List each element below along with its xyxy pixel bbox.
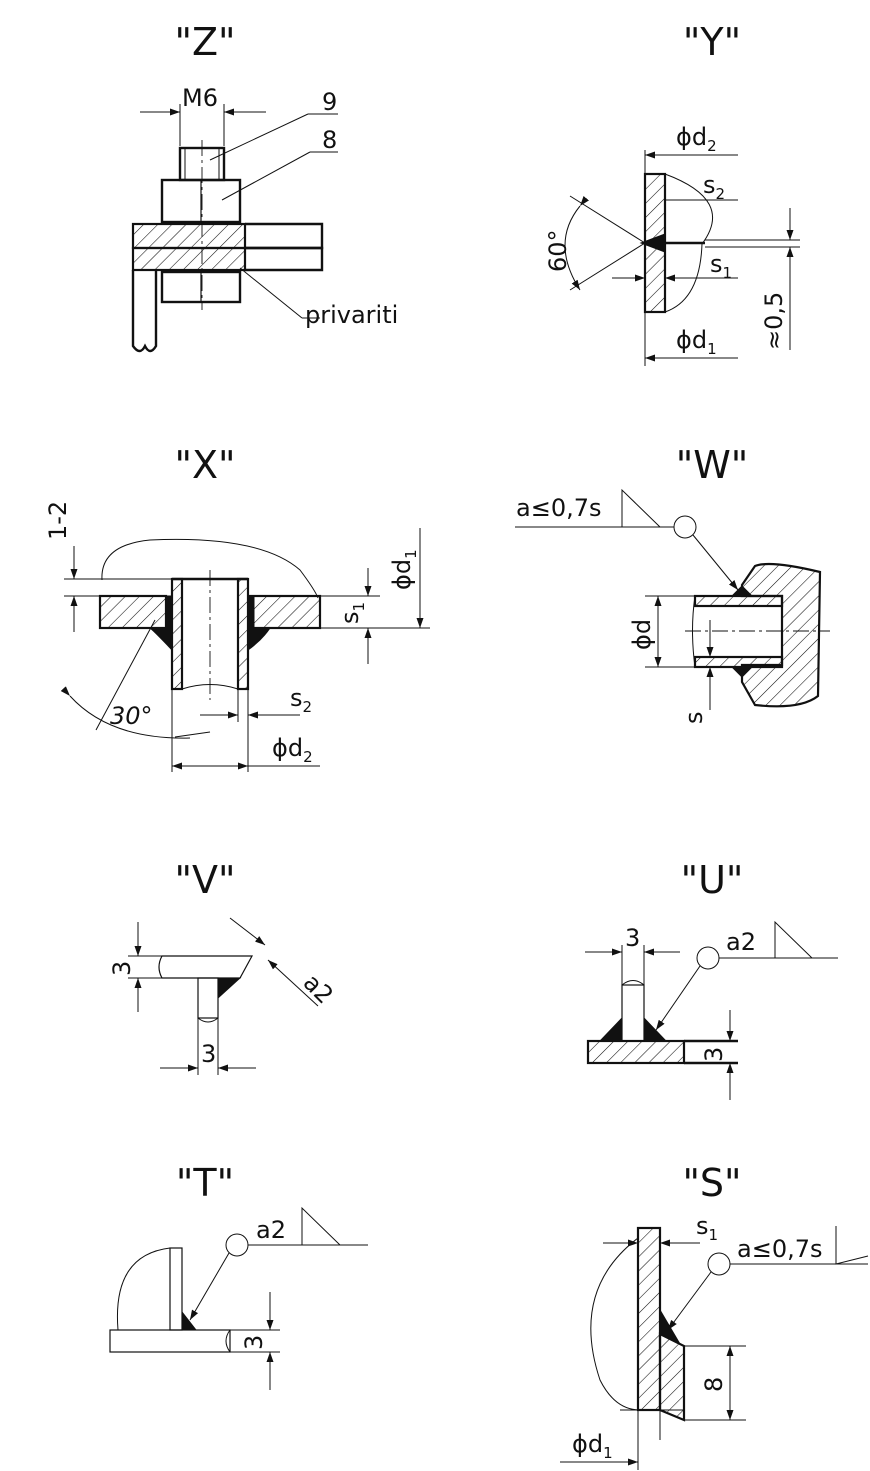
detail-u-title: "U" (681, 858, 744, 902)
w-tube-bottom (693, 655, 784, 669)
u-weld-size: a2 (726, 928, 756, 956)
svg-text:s2: s2 (290, 684, 312, 716)
svg-text:s1: s1 (696, 1212, 718, 1244)
svg-text:ϕd1: ϕd1 (388, 549, 420, 590)
x-d1-label: ϕd (388, 559, 416, 590)
x-plate-right (248, 594, 322, 630)
s-plate (636, 1226, 662, 1412)
x-d2-sub: 2 (303, 748, 313, 766)
y-d2-sub: 2 (707, 137, 717, 155)
part-number-8: 8 (322, 126, 337, 154)
w-weld-size: a≤0,7s (516, 494, 602, 522)
svg-text:s1: s1 (336, 602, 368, 624)
t-weld-circle (225, 1233, 249, 1257)
t-web (169, 1247, 183, 1331)
y-s2-label: s (703, 171, 716, 199)
w-diameter: ϕd (628, 619, 656, 650)
y-d1-label: ϕd (676, 326, 707, 354)
detail-v-title: "V" (175, 858, 236, 902)
y-gap: ≈0,5 (760, 292, 788, 350)
x-d1-sub: 1 (402, 549, 420, 559)
x-tube-left-wall (170, 577, 184, 691)
thread-size: M6 (182, 84, 218, 112)
x-s2-sub: 2 (303, 698, 313, 716)
y-s1-label: s (710, 250, 723, 278)
u-weld-circle (696, 946, 720, 970)
detail-x: "X" 1-2 ϕd1 s1 30° s2 ϕd2 (44, 443, 430, 772)
v-top-plate (158, 955, 254, 979)
s-weld-circle (707, 1252, 731, 1276)
detail-w: "W" a≤0,7s ϕd s (515, 443, 830, 724)
t-plate (109, 1329, 231, 1353)
u-plate-thickness: 3 (700, 1047, 728, 1062)
y-d1-sub: 1 (707, 340, 717, 358)
v-stem (197, 977, 219, 1019)
x-bulge (101, 538, 319, 599)
w-tube-top (693, 594, 784, 608)
svg-text:ϕd1: ϕd1 (572, 1430, 613, 1462)
y-s2-sub: 2 (716, 185, 726, 203)
t-weld-size: a2 (256, 1216, 286, 1244)
s-flange (658, 1332, 686, 1422)
detail-v: "V" 3 a2 3 (108, 858, 339, 1075)
s-weld-size: a≤0,7s (737, 1235, 823, 1263)
s-d1-sub: 1 (603, 1444, 613, 1462)
s-bulge (590, 1237, 641, 1411)
detail-z-title: "Z" (175, 20, 236, 64)
x-s2-label: s (290, 684, 303, 712)
v-weld-size: a2 (298, 968, 339, 1009)
svg-text:s1: s1 (710, 250, 732, 282)
x-s1-sub: 1 (350, 602, 368, 612)
detail-w-title: "W" (676, 443, 749, 487)
detail-u: "U" 3 a2 3 (585, 858, 838, 1100)
svg-text:ϕd2: ϕd2 (676, 123, 717, 155)
detail-t-title: "T" (176, 1161, 234, 1205)
detail-y-title: "Y" (683, 20, 741, 64)
detail-s: "S" s1 a≤0,7s 8 ϕd1 (560, 1161, 869, 1470)
s-s1-label: s (696, 1212, 709, 1240)
x-tube-right-wall (236, 577, 250, 691)
y-s1-sub: 1 (723, 264, 733, 282)
v-plate-thickness: 3 (108, 961, 136, 976)
x-d2-label: ϕd (272, 734, 303, 762)
x-plate-left (98, 594, 168, 630)
weld-note: privariti (305, 301, 398, 329)
detail-s-title: "S" (682, 1161, 741, 1205)
svg-text:s2: s2 (703, 171, 725, 203)
w-housing (740, 562, 822, 708)
s-leg-length: 8 (700, 1377, 728, 1392)
t-bulge (116, 1247, 171, 1331)
svg-text:ϕd2: ϕd2 (272, 734, 313, 766)
v-stem-width: 3 (201, 1040, 216, 1068)
t-plate-thickness: 3 (240, 1335, 268, 1350)
detail-y: "Y" ϕd2 s2 s1 ϕd1 60° ≈0,5 (544, 20, 800, 366)
detail-z: "Z" M6 9 8 privariti (131, 20, 398, 353)
u-stem (621, 984, 645, 1042)
x-s1-label: s (336, 611, 364, 624)
u-plate (586, 1039, 686, 1065)
x-angle: 30° (110, 702, 153, 730)
detail-t: "T" a2 3 (109, 1161, 368, 1390)
y-d2-label: ϕd (676, 123, 707, 151)
plate (131, 222, 247, 250)
x-offset: 1-2 (44, 501, 72, 540)
s-d1-label: ϕd (572, 1430, 603, 1458)
y-angle: 60° (544, 229, 572, 272)
s-s1-sub: 1 (709, 1226, 719, 1244)
detail-x-title: "X" (175, 443, 236, 487)
u-stem-width: 3 (625, 924, 640, 952)
svg-text:ϕd1: ϕd1 (676, 326, 717, 358)
vertical-leg (131, 270, 158, 353)
w-weld-circle (673, 515, 697, 539)
welded-bar (131, 246, 247, 272)
part-number-9: 9 (322, 88, 337, 116)
w-thickness: s (680, 711, 708, 724)
